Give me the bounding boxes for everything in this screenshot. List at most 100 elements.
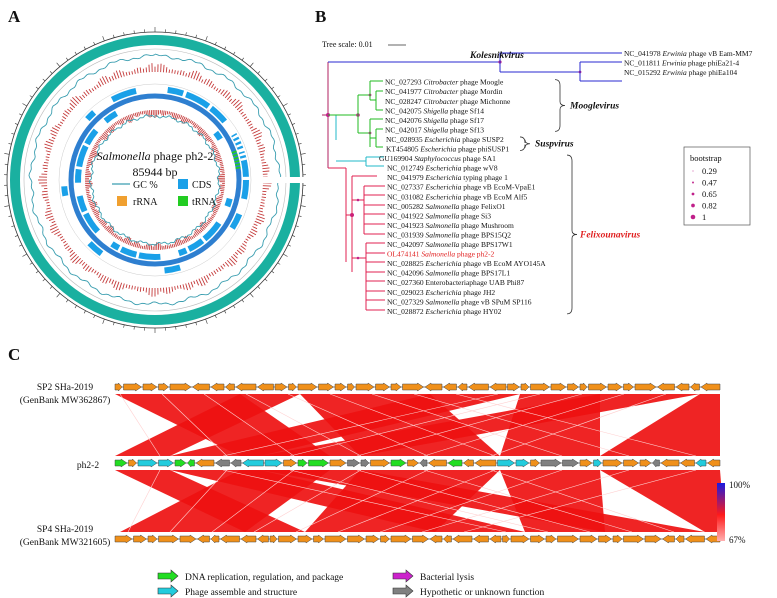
- leaf-accession: NC_031082: [387, 192, 426, 201]
- cds-feature: [76, 144, 89, 168]
- cds-gap: [239, 152, 246, 157]
- leaf-accession: NC_027329: [387, 297, 426, 306]
- skew-bar: [94, 144, 99, 148]
- scale-tick: [298, 143, 302, 145]
- skew-bar: [99, 274, 104, 281]
- skew-bar: [131, 71, 133, 75]
- skew-bar: [44, 199, 49, 201]
- skew-bar: [211, 144, 216, 148]
- skew-bar: [222, 263, 226, 267]
- cds-legend-swatch: [178, 179, 188, 189]
- scale-tick: [74, 305, 77, 309]
- skew-bar: [99, 78, 104, 86]
- phage-legend-arrow: [157, 584, 179, 598]
- skew-bar: [215, 88, 219, 92]
- skew-bar: [89, 154, 97, 158]
- skew-bar: [246, 236, 251, 239]
- skew-bar: [168, 111, 170, 115]
- skew-bar: [245, 238, 249, 241]
- skew-bar: [166, 111, 169, 115]
- skew-bar: [86, 166, 90, 169]
- cds-backbone-ring: [68, 93, 242, 267]
- cds-feature: [75, 168, 82, 183]
- skew-bar: [174, 286, 176, 290]
- cds-legend-label: CDS: [192, 180, 211, 191]
- gene-arrow: [355, 382, 375, 392]
- skew-bar: [93, 146, 98, 149]
- skew-bar: [54, 125, 61, 129]
- skew-bar: [163, 64, 165, 73]
- genome-genus: Salmonella: [97, 149, 151, 163]
- skew-bar: [259, 150, 266, 153]
- gene-arrow: [424, 382, 443, 392]
- synteny-line: [222, 393, 499, 457]
- leaf-label: NC_042076 Shigella phage Sf17: [385, 116, 484, 125]
- scale-tick: [102, 36, 105, 42]
- gene-arrow: [158, 382, 169, 392]
- scale-tick: [29, 95, 33, 98]
- gene-arrow: [242, 458, 264, 468]
- skew-bar: [165, 287, 168, 294]
- gene-arrow: [707, 458, 721, 468]
- skew-bar: [87, 196, 92, 199]
- skew-bar: [86, 195, 91, 197]
- skew-bar: [91, 208, 96, 211]
- leaf-name: phage phiEa104: [689, 68, 738, 77]
- gene-arrow: [579, 534, 598, 544]
- cds-feature: [241, 179, 249, 200]
- skew-bar: [86, 191, 90, 194]
- skew-bar: [43, 161, 49, 164]
- synteny-line: [329, 393, 496, 457]
- leaf-label: NC_031082 Escherichia phage vB EcoM Alf5: [387, 192, 527, 201]
- skew-bar: [248, 123, 253, 127]
- scale-tick: [292, 123, 296, 125]
- skew-bar: [184, 235, 189, 242]
- cds-gap: [240, 157, 247, 161]
- leaf-label: KT454805 Escherichia phage phiSUSP1: [386, 145, 509, 154]
- leaf-accession: NC_011811: [624, 59, 662, 68]
- leaf-genus: Escherichia: [425, 183, 464, 192]
- skew-bar: [118, 236, 121, 240]
- skew-bar: [114, 122, 118, 125]
- gene-arrow: [662, 534, 675, 544]
- cds-feature: [187, 238, 205, 252]
- skew-bar: [67, 247, 72, 252]
- gene-arrow: [128, 458, 137, 468]
- skew-bar: [187, 119, 191, 123]
- cds-feature: [238, 150, 249, 178]
- synteny-line: [287, 393, 429, 457]
- skew-bar: [51, 127, 59, 132]
- skew-bar: [171, 244, 174, 248]
- skew-bar: [215, 199, 222, 203]
- skew-bar: [82, 263, 88, 269]
- skew-bar: [90, 152, 98, 157]
- skew-bar: [118, 70, 123, 78]
- leaf-accession: NC_028825: [387, 259, 426, 268]
- gene-arrow: [443, 534, 452, 544]
- skew-bar: [138, 111, 140, 116]
- skew-bar: [108, 76, 112, 82]
- scale-tick: [224, 46, 227, 50]
- leaf-accession: NC_042097: [387, 240, 426, 249]
- skew-bar: [220, 189, 225, 192]
- gc-content-line-outer: [28, 53, 282, 306]
- gene-arrow: [264, 458, 283, 468]
- skew-bar: [88, 157, 93, 160]
- skew-bar: [45, 159, 49, 161]
- gene-arrow: [380, 534, 390, 544]
- gene-arrow: [602, 458, 623, 468]
- skew-bar: [259, 204, 265, 207]
- skew-bar: [122, 237, 126, 243]
- synteny-link: [170, 394, 520, 456]
- skew-bar: [51, 228, 59, 234]
- skew-bar: [42, 190, 48, 193]
- synteny-line: [490, 469, 675, 533]
- gene-arrow: [197, 534, 210, 544]
- skew-bar: [48, 138, 55, 142]
- skew-bar: [87, 198, 92, 201]
- leaf-name: Enterobacteriaphage UAB Phi87: [426, 278, 525, 287]
- skew-bar: [211, 214, 215, 217]
- scale-tick: [56, 62, 61, 67]
- gene-arrow: [297, 382, 318, 392]
